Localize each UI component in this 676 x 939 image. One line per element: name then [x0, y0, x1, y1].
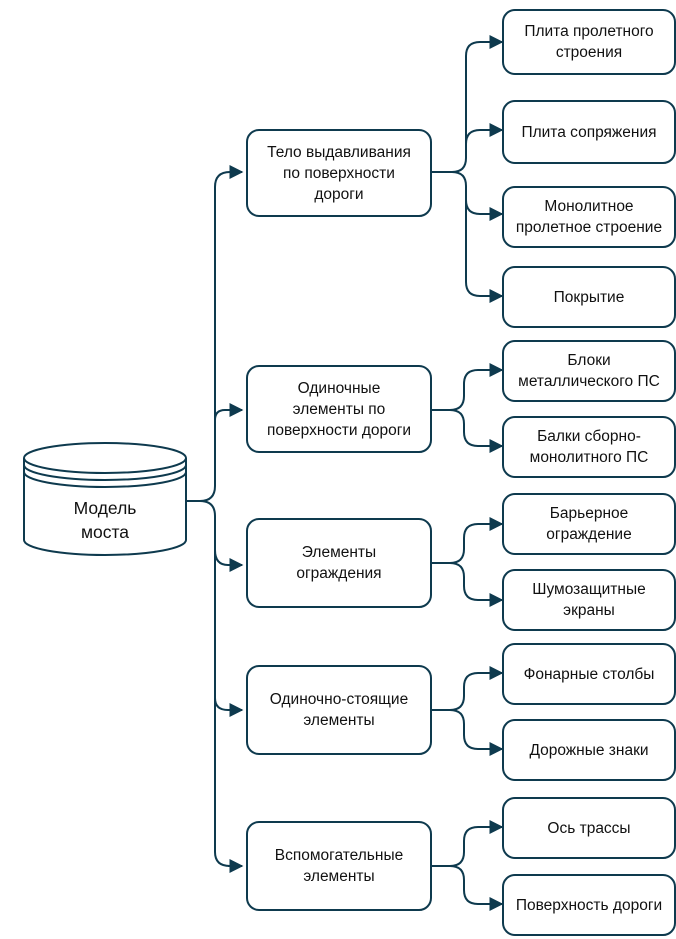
leaf-label-line: Монолитное	[544, 198, 634, 215]
group-node-single-elements-road: Одиночные элементы по поверхности дороги	[246, 365, 432, 453]
leaf-label-line: Блоки	[567, 352, 611, 369]
leaf-label-line: экраны	[563, 602, 615, 619]
leaf-node-noise-screens: Шумозащитные экраны	[502, 569, 676, 631]
edge-g4-leaf-2	[449, 709, 504, 756]
edge-g1-leaf-2	[465, 123, 504, 145]
edge-g3-leaf-1	[432, 517, 504, 564]
leaf-label-line: металлического ПС	[518, 373, 660, 390]
edge-g1-leaf-3	[451, 171, 504, 221]
edge-root-group-4	[214, 697, 244, 717]
group-label-line: элементы	[303, 868, 375, 885]
root-label-line-2: моста	[80, 522, 130, 542]
leaf-node-span-slab: Плита пролетного строения	[502, 9, 676, 75]
leaf-node-monolithic-span: Монолитное пролетное строение	[502, 186, 676, 248]
leaf-node-steel-blocks: Блоки металлического ПС	[502, 340, 676, 402]
group-label-line: элементы по	[292, 400, 386, 418]
group-label-line: элементы	[303, 712, 375, 729]
group-node-standalone-elements: Одиночно-стоящие элементы	[246, 665, 432, 755]
group-label-line: Вспомогательные	[274, 847, 404, 864]
group-label-line: Одиночно-стоящие	[269, 691, 409, 708]
leaf-node-route-axis: Ось трассы	[502, 797, 676, 859]
group-node-extrusion-body: Тело выдавливания по поверхности дороги	[246, 129, 432, 217]
leaf-label-line: Плита сопряжения	[521, 123, 657, 141]
edge-g3-leaf-2	[449, 562, 504, 607]
edge-root-group-2	[214, 403, 244, 421]
leaf-node-lamp-posts: Фонарные столбы	[502, 643, 676, 705]
leaf-label-line: Ось трассы	[547, 819, 631, 837]
leaf-node-approach-slab: Плита сопряжения	[502, 100, 676, 164]
leaf-node-barrier-fence: Барьерное ограждение	[502, 493, 676, 555]
edge-root-group-1	[186, 165, 244, 502]
group-label-line: Тело выдавливания	[267, 143, 411, 161]
leaf-node-road-signs: Дорожные знаки	[502, 719, 676, 781]
edge-g5-leaf-1	[432, 820, 504, 867]
edge-root-group-3	[214, 549, 244, 572]
group-label-line: дороги	[314, 185, 364, 203]
leaf-node-composite-beams: Балки сборно- монолитного ПС	[502, 416, 676, 478]
edge-g4-leaf-1	[432, 666, 504, 711]
root-node-bridge-model: Модель моста	[24, 492, 186, 548]
leaf-label-line: монолитного ПС	[529, 449, 649, 466]
leaf-label-line: строения	[555, 44, 623, 61]
spine-lower	[186, 500, 242, 867]
group-label-line: поверхности дороги	[266, 421, 412, 439]
group-label-line: Одиночные	[297, 379, 381, 397]
edge-g1-leaf-4	[465, 200, 504, 303]
leaf-label-line: Дорожные знаки	[529, 741, 649, 759]
group-node-auxiliary-elements: Вспомогательные элементы	[246, 821, 432, 911]
leaf-label-line: Барьерное	[549, 505, 629, 522]
leaf-label-line: Покрытие	[553, 288, 625, 306]
leaf-label-line: пролетное строение	[515, 219, 663, 236]
group-node-barrier-elements: Элементы ограждения	[246, 518, 432, 608]
root-label-line-1: Модель	[73, 498, 137, 518]
leaf-label-line: ограждение	[546, 526, 632, 543]
group-label-line: по поверхности	[283, 164, 395, 182]
edge-g5-leaf-2	[449, 865, 504, 911]
database-icon	[23, 442, 187, 556]
edge-g2-leaf-2	[449, 409, 504, 453]
leaf-label-line: Фонарные столбы	[523, 665, 655, 683]
leaf-label-line: Балки сборно-	[537, 428, 641, 445]
edge-g1-leaf-1	[432, 35, 504, 173]
group-label-line: Элементы	[301, 544, 377, 561]
leaf-node-pavement: Покрытие	[502, 266, 676, 328]
leaf-node-road-surface: Поверхность дороги	[502, 874, 676, 936]
leaf-label-line: Шумозащитные	[532, 581, 646, 598]
group-label-line: ограждения	[296, 565, 382, 582]
leaf-label-line: Плита пролетного	[524, 23, 654, 40]
leaf-label-line: Поверхность дороги	[515, 896, 663, 914]
edge-g2-leaf-1	[432, 363, 504, 411]
